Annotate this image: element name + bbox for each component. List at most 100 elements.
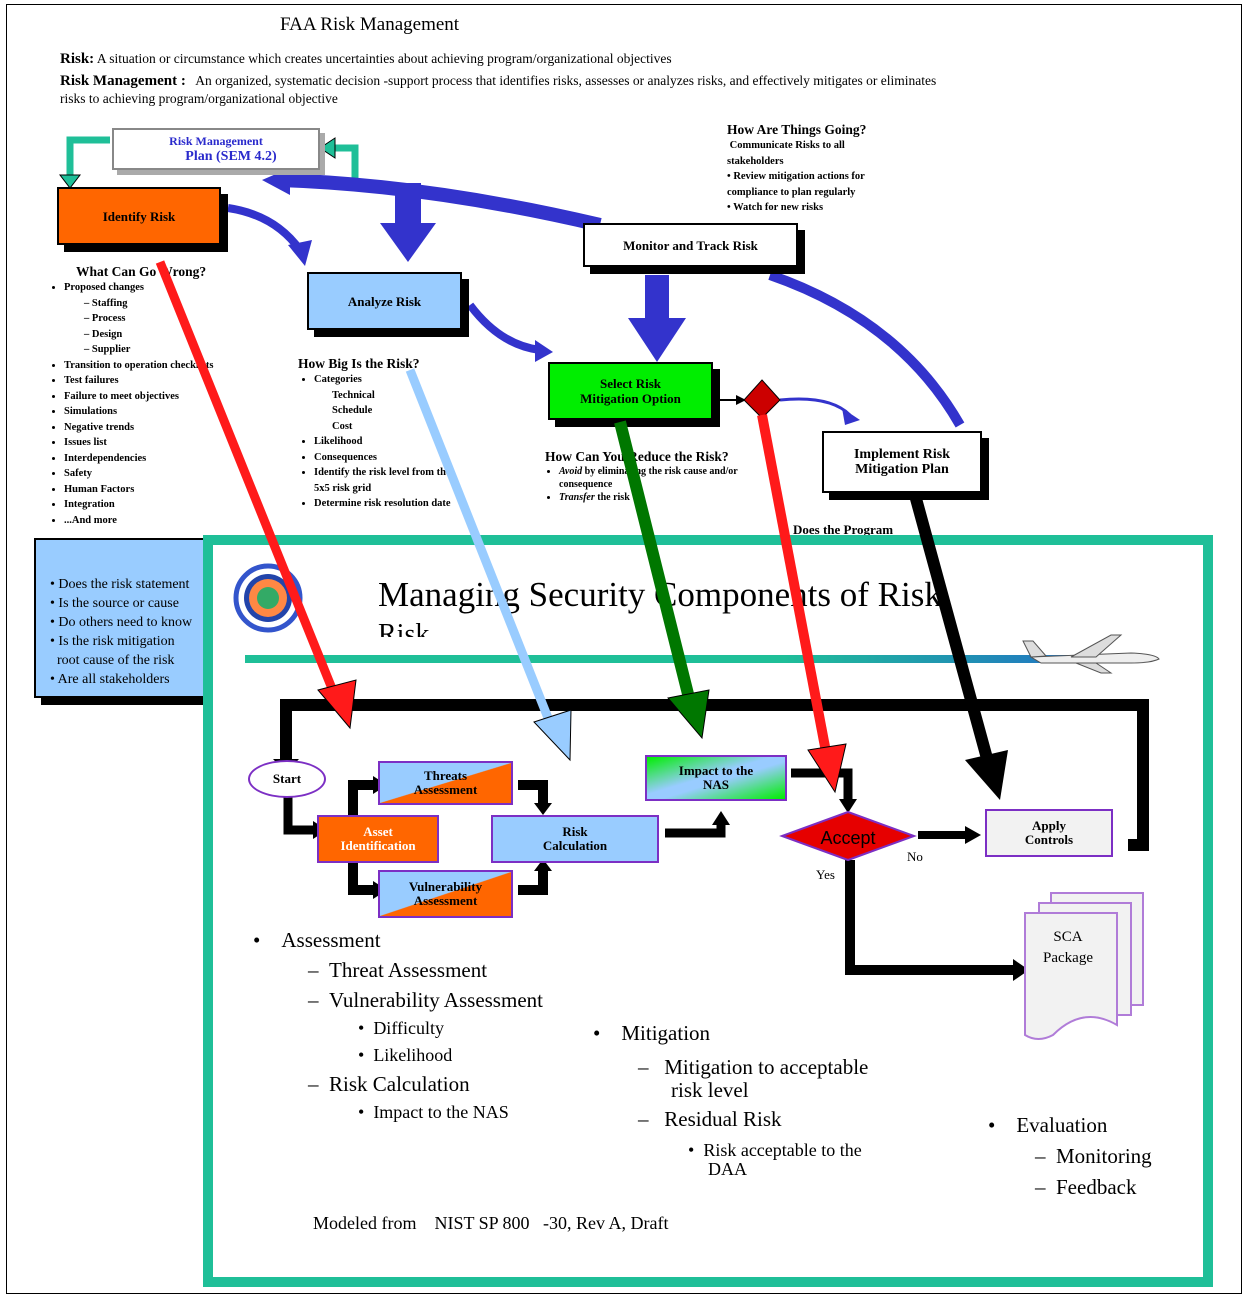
sca-package-label: SCA Package [1043, 929, 1093, 966]
security-slide-panel: Managing Security Components of Risk Ris… [203, 535, 1213, 1287]
list-item: – Vulnerability Assessment [308, 988, 543, 1012]
plan-line2: Plan (SEM 4.2) [185, 149, 277, 164]
plan-right-arrowhead [319, 137, 336, 159]
identify-analyze-arrow [227, 204, 304, 253]
list-item: Supplier [84, 342, 240, 358]
list-item: – Mitigation to acceptable [638, 1055, 869, 1079]
definitions: Risk: A situation or circumstance which … [60, 50, 960, 108]
modeled-from-note: Modeled from NIST SP 800 -30, Rev A, Dra… [313, 1213, 669, 1233]
list-item: • Evaluation [988, 1113, 1108, 1137]
list-item: Staffing [84, 296, 240, 312]
yes-label: Yes [816, 867, 835, 882]
rm-definition: Risk Management : An organized, systemat… [60, 72, 960, 108]
impact-nas-box: Impact to the NAS [645, 755, 787, 801]
implement-band [768, 270, 965, 428]
what-wrong-heading: What Can Go Wrong? [76, 264, 207, 279]
assessment-list: • Assessment – Threat Assessment – Vulne… [253, 925, 543, 1126]
how-big-section: How Big Is the Risk? Categories Technica… [298, 356, 468, 512]
how-big-heading: How Big Is the Risk? [298, 356, 420, 371]
analyze-down-shaft [395, 183, 421, 225]
list-item: • Impact to the NAS [358, 1102, 509, 1122]
implement-line1: Implement Risk [853, 447, 951, 462]
question-item: • Is the risk mitigation [50, 634, 175, 649]
question-item: • Are all stakeholders [50, 672, 170, 687]
list-item: Technical [332, 389, 375, 401]
list-item: • Mitigation [593, 1021, 711, 1045]
rm-term: Risk Management : [60, 73, 186, 89]
page-frame [6, 4, 1242, 1294]
monitor-track-box: Monitor and Track Risk [583, 223, 798, 267]
list-item: Cost [332, 420, 353, 432]
question-item: • Do others need to know [50, 615, 193, 630]
how-going-item: • Watch for new risks [727, 202, 824, 213]
start-node: Start [248, 760, 326, 798]
list-item: Identify the risk level from the 5x5 ris… [314, 465, 468, 496]
question-item: • Does the risk statement [50, 577, 190, 592]
list-item: Transfer the risk [559, 491, 745, 504]
program-heading: Does the Program [793, 522, 894, 537]
question-item: • Is the source or cause [50, 596, 179, 611]
list-item: Integration [64, 497, 240, 513]
list-item: Proposed changes Staffing Process Design… [64, 280, 240, 358]
list-item: • Difficulty [358, 1018, 444, 1038]
list-item: Simulations [64, 404, 240, 420]
plan-box: Risk Management Plan (SEM 4.2) [112, 128, 320, 170]
questions-box: • Does the risk statement • Is the sourc… [34, 538, 234, 698]
list-item: – Residual Risk [638, 1107, 782, 1131]
vulnerability-assessment-box: Vulnerability Assessment [378, 870, 513, 918]
plan-left-arrowhead [58, 174, 82, 189]
identify-risk-label: Identify Risk [102, 208, 176, 224]
analyze-risk-box: Analyze Risk [307, 272, 462, 330]
title-rule [245, 655, 1135, 663]
list-item: – Risk Calculation [308, 1072, 470, 1096]
reduce-list: Avoid by eliminating the risk cause and/… [545, 465, 745, 504]
list-item: Determine risk resolution date [314, 496, 468, 512]
rm-def-text: An organized, systematic decision -suppo… [60, 73, 937, 106]
list-item: Test failures [64, 373, 240, 389]
asset-identification-box: Asset Identification [317, 815, 439, 863]
list-item: Issues list [64, 435, 240, 451]
list-item: Design [84, 327, 240, 343]
list-item: Negative trends [64, 420, 240, 436]
threats-assessment-box: Threats Assessment [378, 761, 513, 805]
plan-line1: Risk Management [169, 134, 263, 148]
list-item: • Assessment [253, 928, 381, 952]
evaluation-list: • Evaluation – Monitoring – Feedback [988, 1110, 1152, 1203]
select-down-shaft [645, 275, 669, 320]
feedback-band [279, 173, 602, 232]
implement-plan-box: Implement Risk Mitigation Plan [822, 431, 982, 493]
list-item: Likelihood [314, 434, 468, 450]
feedback-arrowhead [262, 168, 290, 195]
list-item: • Likelihood [358, 1045, 453, 1065]
list-item: Human Factors [64, 482, 240, 498]
risk-definition: Risk: A situation or circumstance which … [60, 50, 960, 68]
list-item: Categories Technical Schedule Cost [314, 372, 468, 434]
list-item: Safety [64, 466, 240, 482]
no-label: No [907, 849, 923, 864]
list-item: Interdependencies [64, 451, 240, 467]
list-item: Schedule [332, 405, 373, 416]
select-down-head [628, 318, 686, 362]
page-title: FAA Risk Management [280, 14, 460, 35]
analyze-risk-label: Analyze Risk [347, 293, 422, 309]
apply-controls-box: Apply Controls [985, 809, 1113, 857]
how-going-item: Communicate Risks to all stakeholders [727, 140, 845, 167]
list-item: risk level [671, 1078, 749, 1102]
what-wrong-section: What Can Go Wrong? Proposed changes Staf… [50, 264, 240, 528]
implement-line2: Mitigation Plan [855, 462, 949, 477]
identify-risk-box: Identify Risk [57, 187, 221, 245]
list-item: Avoid by eliminating the risk cause and/… [559, 465, 745, 491]
what-wrong-list: Proposed changes Staffing Process Design… [50, 280, 240, 528]
reduce-heading: How Can You Reduce the Risk? [545, 449, 729, 464]
list-item: ...And more [64, 513, 240, 529]
list-item: Transition to operation checklists [64, 358, 240, 374]
risk-def-text: A situation or circumstance which create… [96, 51, 672, 66]
list-item: Process [84, 311, 240, 327]
risk-calculation-box: Risk Calculation [491, 815, 659, 863]
question-item: root cause of the risk [57, 653, 175, 668]
how-going-section: How Are Things Going? Communicate Risks … [727, 122, 902, 216]
list-item: • Risk acceptable to the [688, 1140, 862, 1160]
list-item: Consequences [314, 450, 468, 466]
